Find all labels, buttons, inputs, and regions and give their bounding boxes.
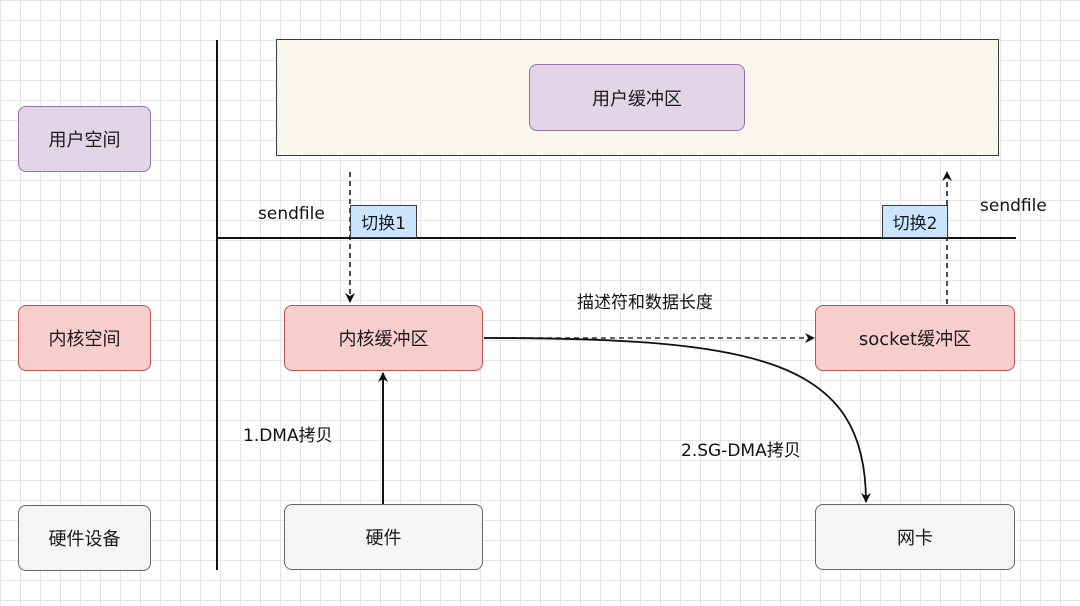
user-buffer-box: 用户缓冲区 bbox=[529, 64, 745, 131]
sg-dma-copy-label: 2.SG-DMA拷贝 bbox=[681, 441, 801, 461]
sendfile-label-left: sendfile bbox=[258, 204, 325, 224]
socket-buffer-box: socket缓冲区 bbox=[815, 305, 1015, 371]
row-kernel-space: 内核空间 bbox=[18, 305, 151, 371]
nic-box: 网卡 bbox=[815, 504, 1015, 570]
kernel-buffer-box: 内核缓冲区 bbox=[284, 305, 483, 371]
arrow-sg-dma-copy bbox=[483, 337, 871, 503]
sendfile-label-right: sendfile bbox=[980, 196, 1047, 216]
dma-copy-label: 1.DMA拷贝 bbox=[243, 426, 333, 446]
switch2-marker: 切换2 bbox=[882, 205, 948, 238]
descriptor-label: 描述符和数据长度 bbox=[577, 293, 713, 313]
row-hardware-device: 硬件设备 bbox=[18, 505, 151, 571]
switch1-marker: 切换1 bbox=[350, 205, 417, 238]
hardware-box: 硬件 bbox=[284, 504, 483, 570]
row-user-space: 用户空间 bbox=[18, 106, 151, 172]
